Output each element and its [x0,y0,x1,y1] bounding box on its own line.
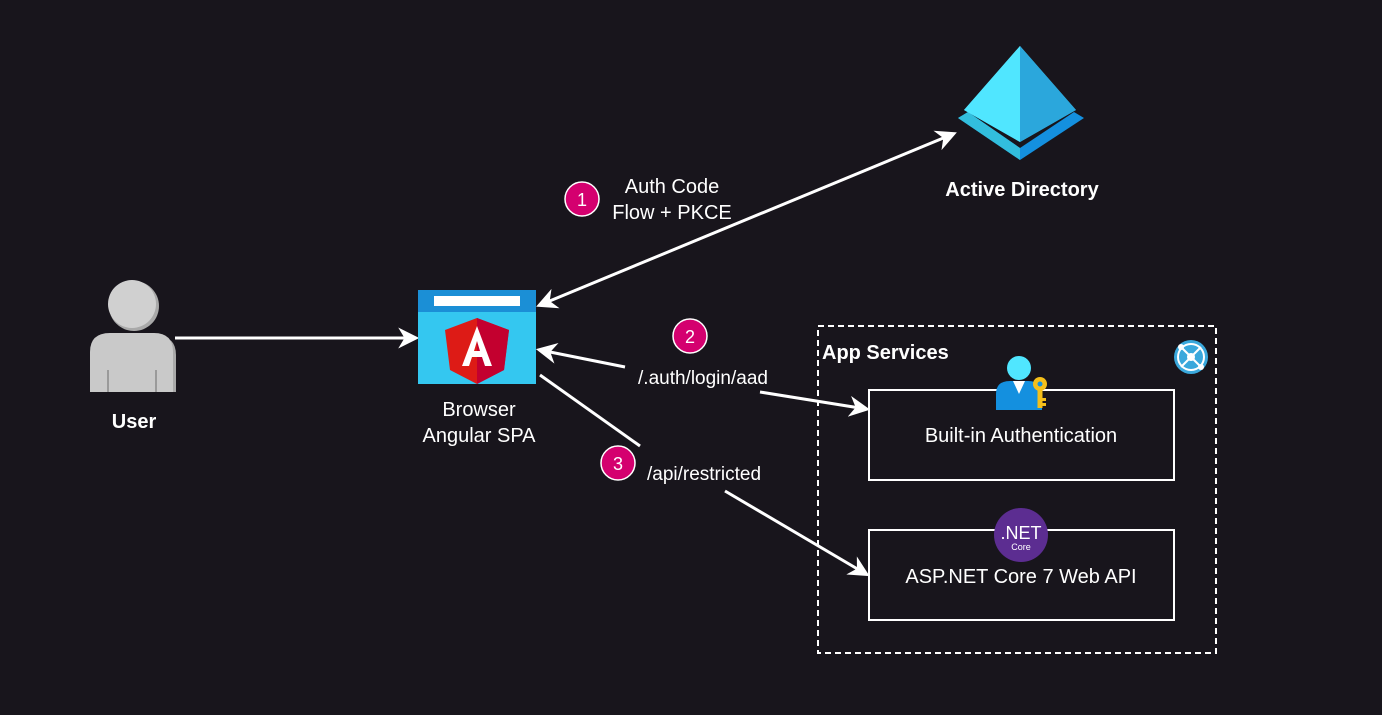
azure-active-directory-icon [958,46,1084,160]
step-1: 1 Auth Code Flow + PKCE [564,176,732,224]
builtin-auth-node: Built-in Authentication [868,356,1175,481]
web-api-node: .NET Core ASP.NET Core 7 Web API [868,508,1175,621]
app-services-label: App Services [822,342,949,364]
angular-browser-icon [418,290,536,384]
step-3: 3 /api/restricted [600,445,761,485]
connectors [175,130,957,577]
active-directory-label: Active Directory [945,179,1099,201]
step-number: 3 [613,454,623,474]
app-services-boundary [817,325,1217,654]
step-number: 1 [577,190,587,210]
browser-label-line1: Browser [442,399,516,421]
builtin-auth-label: Built-in Authentication [925,425,1117,447]
connector-browser-builtin-auth-b [759,390,871,417]
user-key-icon [996,356,1047,410]
connector-browser-active-directory [536,130,957,309]
step-1-label-line2: Flow + PKCE [612,202,731,224]
app-services-group: App Services [817,325,1217,654]
browser-node: Browser Angular SPA [418,290,536,447]
step-2-label: /.auth/login/aad [638,368,768,389]
app-services-globe-icon [1174,340,1208,374]
user-label: User [112,411,157,433]
user-node: User [90,280,176,433]
step-2: 2 /.auth/login/aad [638,318,768,389]
step-badge [600,445,636,481]
step-badge [672,318,708,354]
step-badge [564,181,600,217]
step-3-label: /api/restricted [647,464,761,485]
connector-browser-web-api-b [724,489,870,577]
user-person-icon [90,280,176,392]
web-api-label: ASP.NET Core 7 Web API [905,566,1136,588]
connector-browser-builtin-auth-a [535,342,626,369]
dotnet-core-icon: .NET Core [994,508,1048,562]
step-1-label-line1: Auth Code [625,176,720,198]
dotnet-badge-line2: Core [1011,542,1031,552]
active-directory-node: Active Directory [945,46,1100,201]
connector-browser-web-api-a [539,373,641,448]
step-number: 2 [685,327,695,347]
browser-label-line2: Angular SPA [422,425,536,447]
dotnet-badge-line1: .NET [1000,523,1041,543]
